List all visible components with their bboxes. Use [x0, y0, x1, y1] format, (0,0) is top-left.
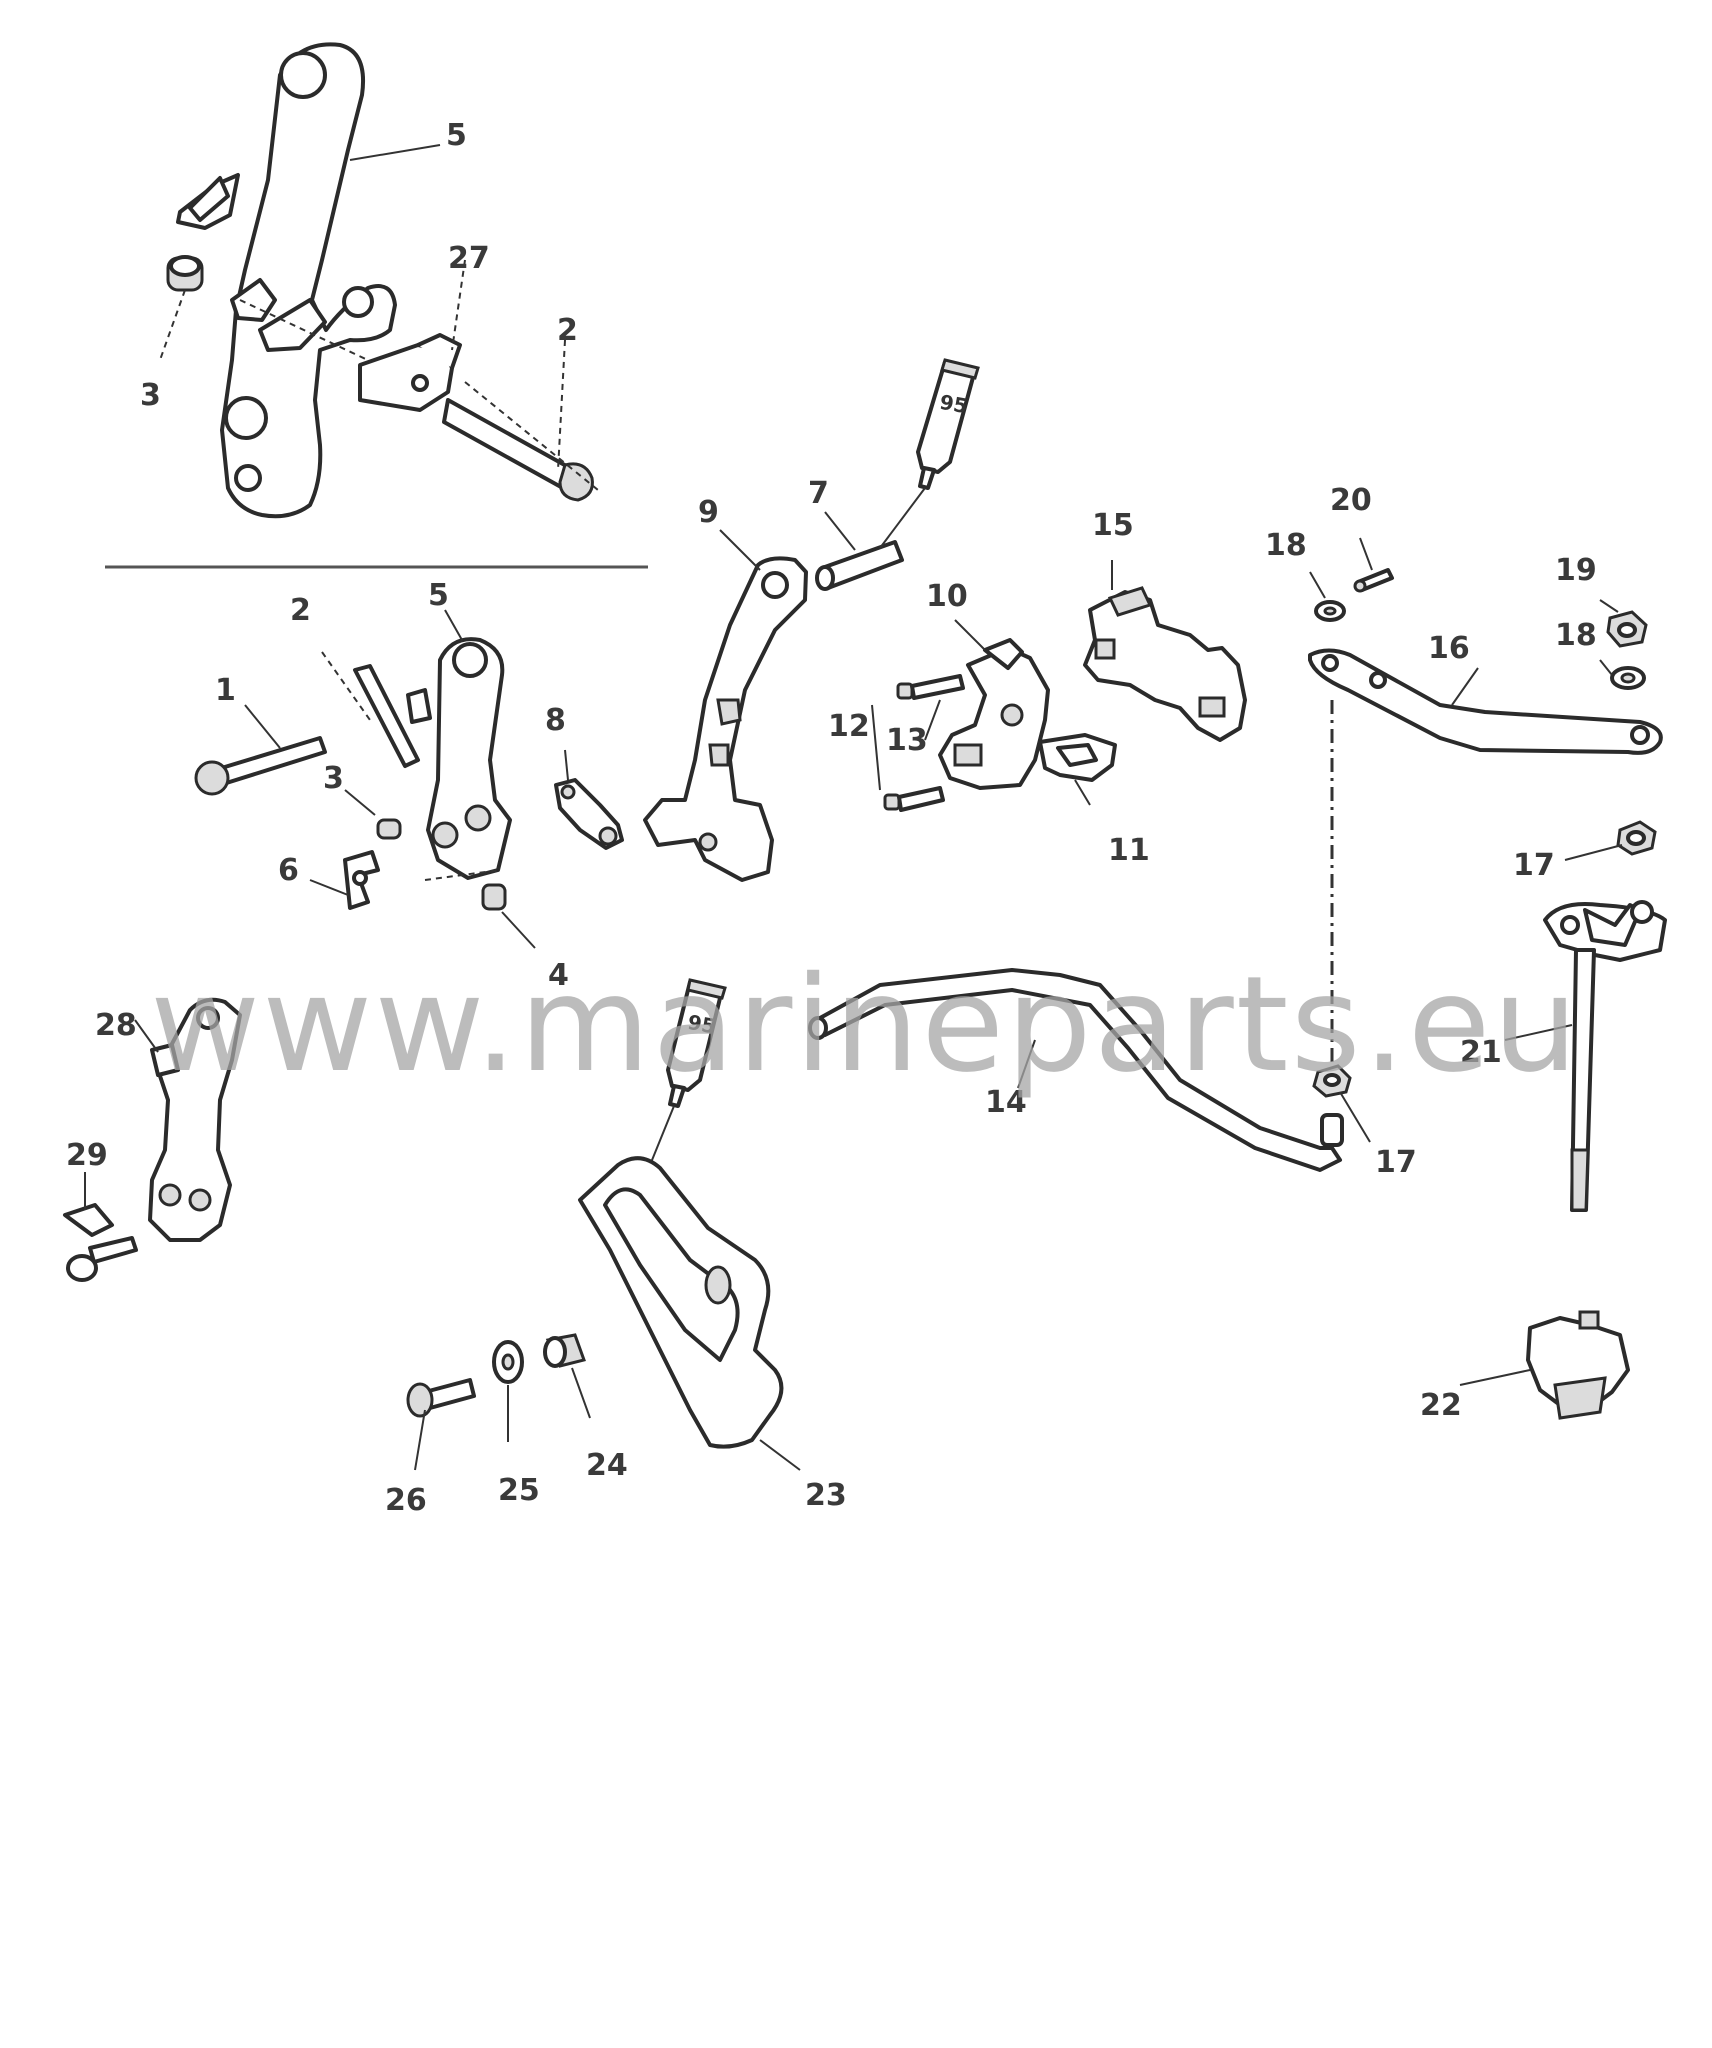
cover-washer	[492, 1340, 524, 1384]
lower-sleeve	[481, 883, 507, 911]
nut-upper	[1616, 820, 1657, 856]
part-number-27: 27	[448, 241, 490, 276]
upper-bolt	[442, 398, 594, 502]
pivot-pin	[815, 540, 904, 591]
lubricant-tube-upper	[916, 358, 980, 490]
part-number-25: 25	[498, 1473, 540, 1508]
nut-lower	[1312, 1064, 1352, 1098]
part-number-28: 28	[95, 1008, 137, 1043]
lower-bolt	[194, 736, 327, 796]
part-number-18-right: 18	[1555, 618, 1597, 653]
lower-shift-lever	[406, 637, 512, 880]
lubricant-tube-lower-label: 95	[686, 1010, 718, 1038]
lubricant-tube-lower	[666, 978, 727, 1108]
retaining-clip	[63, 1203, 138, 1282]
part-number-20: 20	[1330, 483, 1372, 518]
part-number-5-upper: 5	[446, 118, 467, 153]
shift-bracket	[643, 556, 808, 882]
part-number-19: 19	[1555, 553, 1597, 588]
screw-lower	[883, 786, 945, 812]
part-number-2-lower: 2	[290, 593, 311, 628]
lubricant-tube-upper-label: 95	[938, 390, 970, 418]
hairpin-clip	[1353, 568, 1394, 593]
part-number-23: 23	[805, 1478, 847, 1513]
part-number-26: 26	[385, 1483, 427, 1518]
part-number-2-upper: 2	[557, 313, 578, 348]
cover-bushing	[543, 1333, 586, 1368]
position-sensor	[1526, 1310, 1630, 1420]
part-number-22: 22	[1420, 1388, 1462, 1423]
watermark-text: www.marineparts.eu	[150, 948, 1580, 1102]
shift-link-plate	[1308, 648, 1663, 755]
cover-screw	[406, 1378, 476, 1418]
part-number-17-lower: 17	[1375, 1145, 1417, 1180]
washer-left	[1314, 600, 1346, 622]
part-number-21: 21	[1460, 1035, 1502, 1070]
part-number-11: 11	[1108, 833, 1150, 868]
part-number-17-upper: 17	[1513, 848, 1555, 883]
part-number-13: 13	[886, 723, 928, 758]
shift-rod	[808, 968, 1344, 1172]
part-number-3-upper: 3	[140, 378, 161, 413]
part-number-1: 1	[215, 673, 236, 708]
upper-nut	[166, 255, 204, 292]
lower-clip	[343, 850, 380, 910]
bracket-cover	[578, 1156, 784, 1449]
leader-lines	[84, 144, 1623, 1471]
gasket	[1038, 733, 1117, 782]
part-number-5-lower: 5	[428, 578, 449, 613]
lock-nut	[1606, 610, 1648, 648]
screw-upper	[896, 674, 965, 700]
part-number-12: 12	[828, 709, 870, 744]
part-number-29: 29	[66, 1138, 108, 1173]
neutral-switch	[1083, 586, 1247, 742]
auxiliary-lever	[148, 997, 242, 1242]
actuator-housing	[938, 638, 1050, 790]
part-number-14: 14	[985, 1085, 1027, 1120]
upper-shift-lever-assembly	[176, 42, 397, 519]
shift-shaft	[1543, 900, 1667, 1212]
part-number-7: 7	[808, 476, 829, 511]
part-number-3-lower: 3	[323, 761, 344, 796]
lower-nut	[376, 818, 402, 840]
part-number-18-left: 18	[1265, 528, 1307, 563]
part-number-15: 15	[1092, 508, 1134, 543]
part-number-8: 8	[545, 703, 566, 738]
part-number-10: 10	[926, 579, 968, 614]
detent-plate	[554, 778, 624, 850]
part-number-24: 24	[586, 1448, 628, 1483]
part-number-6: 6	[278, 853, 299, 888]
part-number-16: 16	[1428, 631, 1470, 666]
lower-pin	[353, 664, 420, 768]
upper-bracket-block	[358, 333, 462, 412]
washer-right	[1610, 666, 1646, 690]
part-number-4: 4	[548, 958, 569, 993]
part-number-9: 9	[698, 495, 719, 530]
